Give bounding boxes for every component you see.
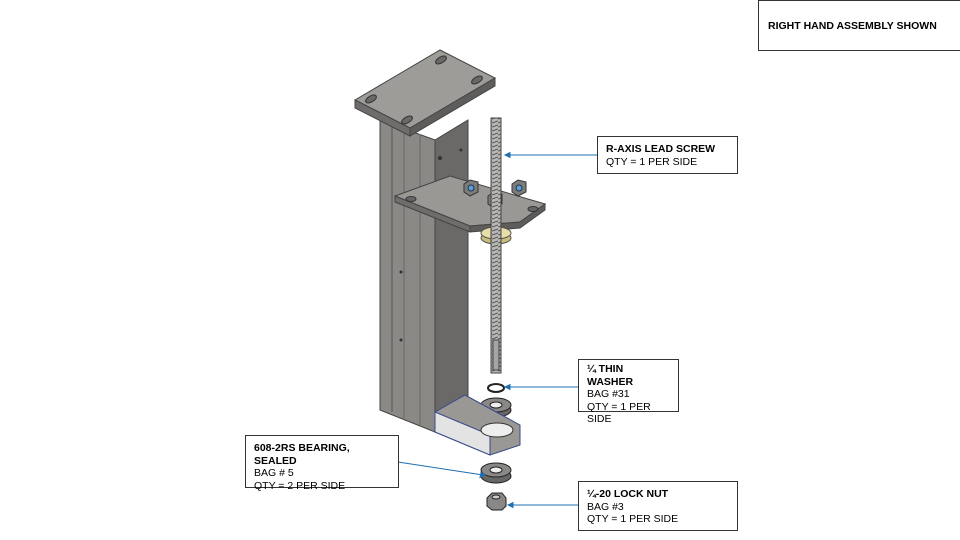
callout-line: SIDE [587,413,612,425]
lower-bearing [480,462,512,484]
callout-line: QTY = 1 PER SIDE [606,155,698,168]
top-plate [353,49,497,137]
callout-lead-screw: R-AXIS LEAD SCREW QTY = 1 PER SIDE [597,136,738,174]
callout-line: QTY = 1 PER SIDE [587,513,679,525]
lock-nut [486,492,507,511]
thin-washer [487,383,505,393]
assembly-note: RIGHT HAND ASSEMBLY SHOWN [758,0,960,51]
callout-title: R-AXIS LEAD SCREW [606,143,716,155]
callout-line: QTY = 1 PER [587,400,651,413]
callout-title: ¼ THIN WASHER [587,363,634,388]
lead-screw [490,117,502,374]
callout-thin-washer: ¼ THIN WASHER BAG #31 QTY = 1 PER SIDE [578,359,679,425]
callout-lock-nut: ¼-20 LOCK NUT BAG #3 QTY = 1 PER SIDE [578,481,738,531]
bottom-bracket [434,394,521,456]
callout-bearing: 608-2RS BEARING, SEALED BAG # 5 QTY = 2 … [245,435,399,492]
vertical-column [379,119,469,433]
callout-line: BAG # 5 [254,467,294,479]
callout-line: BAG #3 [587,500,624,513]
middle-bracket [393,175,547,233]
leader-lines [397,151,597,509]
callout-line: BAG #31 [587,388,630,400]
callout-title: ¼-20 LOCK NUT [587,488,669,500]
callout-line: QTY = 2 PER SIDE [254,479,346,492]
callout-title: 608-2RS BEARING, SEALED [254,442,350,467]
